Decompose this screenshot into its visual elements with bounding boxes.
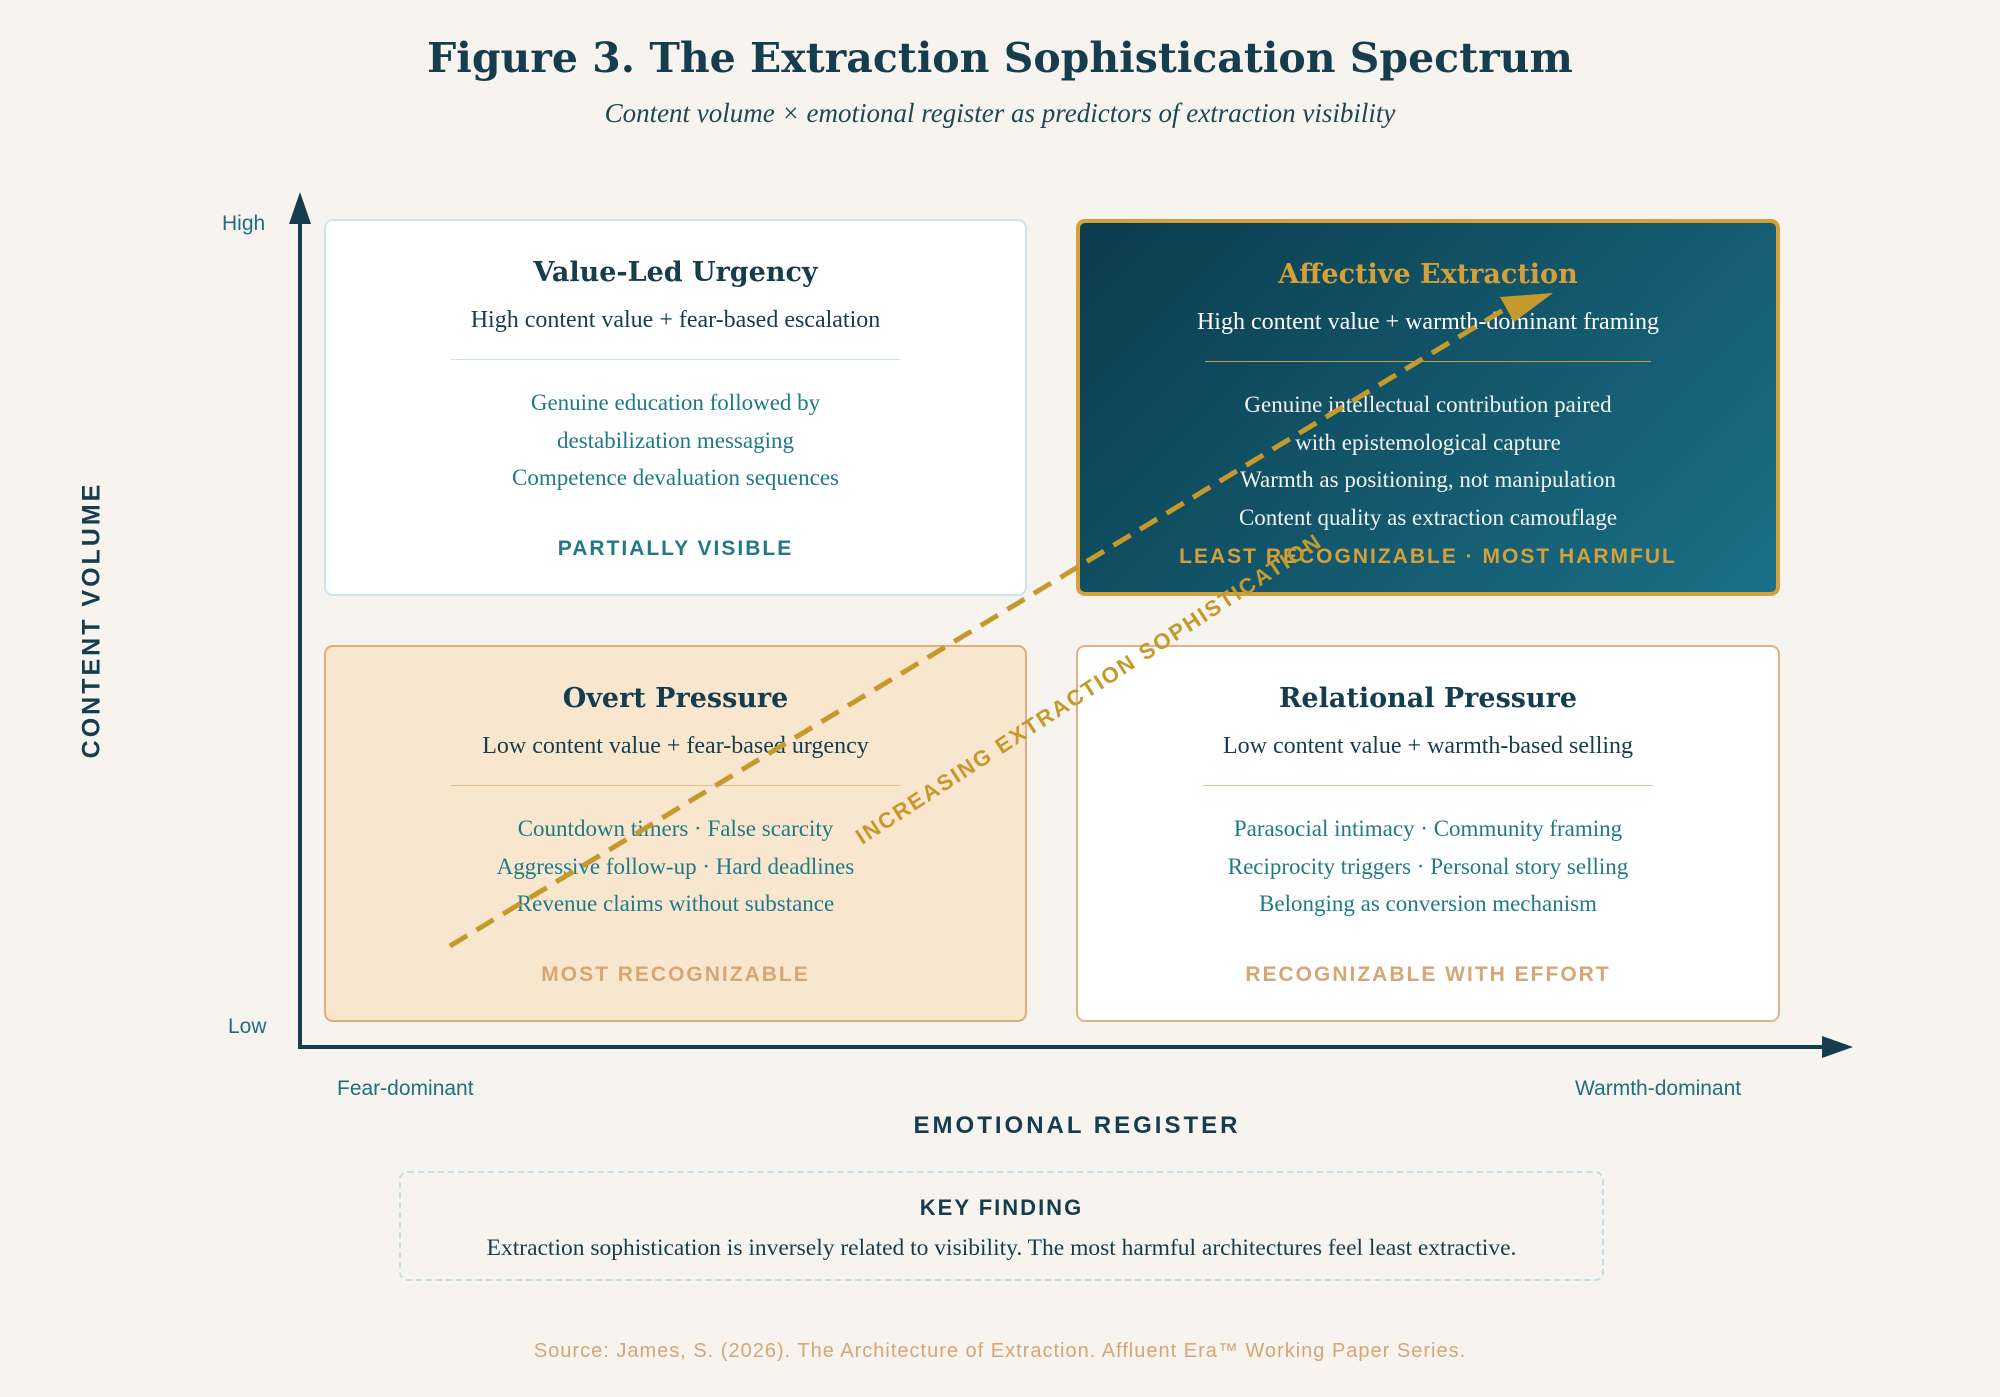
x-axis-left-label: Fear-dominant (337, 1077, 474, 1100)
quadrant-subtitle: Low content value + warmth-based selling (1222, 733, 1634, 759)
quadrant-divider (1203, 785, 1653, 786)
quadrant-details: Genuine education followed by destabiliz… (336, 384, 1015, 497)
x-axis-title: EMOTIONAL REGISTER (913, 1112, 1241, 1139)
quadrant-detail-line: Competence devaluation sequences (512, 465, 839, 490)
quadrant-title: Relational Pressure (1278, 683, 1578, 714)
quadrant-relational-pressure: Relational Pressure Low content value + … (1076, 645, 1780, 1022)
key-finding-text: Extraction sophistication is inversely r… (486, 1235, 1517, 1261)
sophistication-arrow-label: INCREASING EXTRACTION SOPHISTICATION (851, 528, 1327, 849)
y-axis-arrowhead (289, 192, 311, 224)
figure-subtitle: Content volume × emotional register as p… (604, 98, 1396, 128)
quadrant-value-led-urgency: Value-Led Urgency High content value + f… (324, 219, 1027, 596)
quadrant-title: Affective Extraction (1278, 259, 1578, 290)
quadrant-detail-line: destabilization messaging (557, 427, 794, 453)
quadrant-detail-line: Genuine intellectual contribution paired (1244, 392, 1612, 417)
y-axis-high-label: High (222, 212, 266, 235)
visibility-tag: PARTIALLY VISIBLE (557, 537, 794, 560)
quadrant-divider (1205, 361, 1651, 362)
visibility-tag: LEAST RECOGNIZABLE · MOST HARMFUL (1179, 545, 1677, 568)
quadrant-detail-line: Warmth as positioning, not manipulation (1240, 467, 1616, 492)
source-citation: Source: James, S. (2026). The Architectu… (533, 1340, 1467, 1362)
quadrant-affective-extraction: Affective Extraction High content value … (1076, 219, 1780, 596)
y-axis-low-label: Low (228, 1015, 267, 1038)
quadrant-detail-line: Reciprocity triggers · Personal story se… (1227, 853, 1629, 879)
quadrant-detail-line: Countdown timers · False scarcity (517, 816, 834, 841)
key-finding-box: KEY FINDING Extraction sophistication is… (399, 1171, 1604, 1281)
quadrant-detail-line: with epistemological capture (1295, 429, 1561, 455)
quadrant-subtitle: High content value + warmth-dominant fra… (1196, 309, 1660, 335)
quadrant-detail-line: Aggressive follow-up · Hard deadlines (496, 853, 855, 879)
visibility-tag: MOST RECOGNIZABLE (541, 963, 810, 986)
quadrant-detail-line: Genuine education followed by (530, 390, 821, 415)
quadrant-detail-line: Parasocial intimacy · Community framing (1233, 816, 1623, 841)
quadrant-title: Value-Led Urgency (533, 257, 818, 288)
x-axis-arrowhead (1822, 1036, 1853, 1058)
key-finding-title: KEY FINDING (919, 1195, 1084, 1220)
quadrant-detail-line: Revenue claims without substance (516, 891, 835, 916)
figure-title: Figure 3. The Extraction Sophistication … (427, 34, 1573, 82)
quadrant-subtitle: High content value + fear-based escalati… (470, 307, 881, 333)
quadrant-detail-line: Content quality as extraction camouflage (1238, 504, 1618, 530)
quadrant-details: Countdown timers · False scarcity Aggres… (336, 810, 1015, 923)
quadrant-details: Parasocial intimacy · Community framing … (1088, 810, 1768, 923)
sophistication-arrow-line (448, 303, 1512, 949)
quadrant-subtitle: Low content value + fear-based urgency (482, 733, 869, 759)
visibility-tag: RECOGNIZABLE WITH EFFORT (1245, 963, 1611, 986)
sophistication-arrowhead (1500, 293, 1553, 322)
quadrant-title: Overt Pressure (562, 683, 789, 714)
quadrant-divider (451, 785, 900, 786)
quadrant-divider (451, 359, 900, 360)
quadrant-overt-pressure: Overt Pressure Low content value + fear-… (324, 645, 1027, 1022)
quadrant-detail-line: Belonging as conversion mechanism (1259, 891, 1597, 916)
quadrant-details: Genuine intellectual contribution paired… (1090, 386, 1766, 536)
x-axis-right-label: Warmth-dominant (1575, 1077, 1742, 1100)
